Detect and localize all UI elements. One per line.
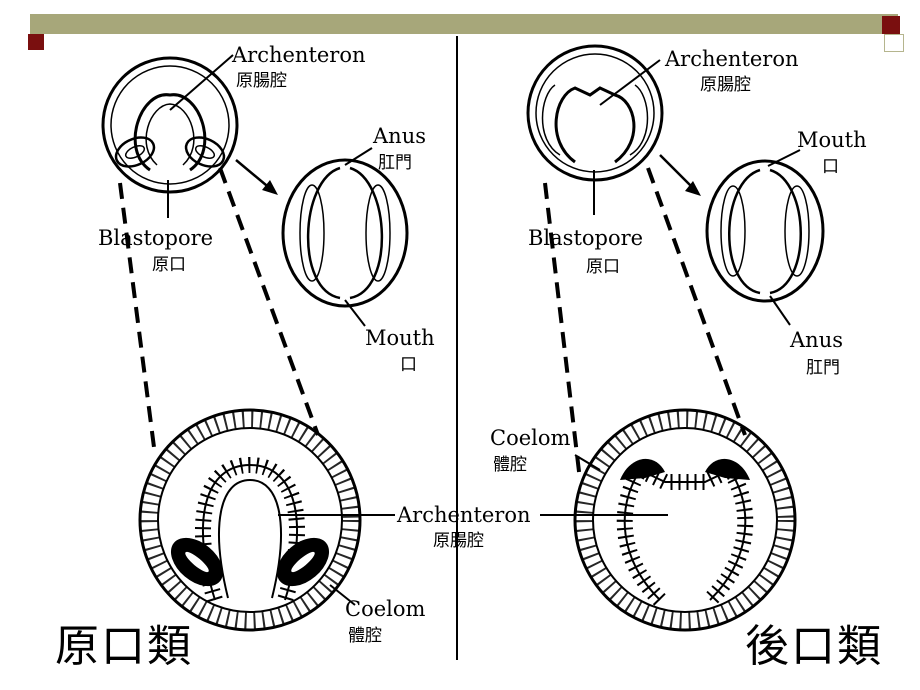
left-mouth-label: Mouth — [365, 326, 435, 350]
right-coelom-zh: 體腔 — [493, 455, 527, 475]
left-archenteron-zh: 原腸腔 — [236, 71, 287, 91]
center-archenteron-label: Archenteron — [396, 503, 531, 527]
deuterostome-title: 後口類 — [745, 621, 883, 672]
right-arrow — [659, 154, 701, 196]
left-cross-section — [138, 408, 362, 632]
accent-square-outline — [884, 34, 904, 52]
right-cross-section — [573, 408, 797, 632]
right-mouth-label: Mouth — [797, 128, 867, 152]
left-anus-zh: 肛門 — [378, 153, 412, 173]
center-archenteron-zh: 原腸腔 — [433, 531, 484, 551]
left-coelom-label: Coelom — [345, 597, 425, 621]
right-larva — [705, 149, 825, 326]
left-gastrula — [101, 54, 239, 218]
accent-square-right — [882, 16, 900, 34]
right-coelom-label: Coelom — [490, 426, 570, 450]
accent-square-left — [28, 34, 44, 50]
protostome-title: 原口類 — [55, 621, 193, 672]
right-archenteron-label: Archenteron — [664, 47, 799, 71]
left-coelom-zh: 體腔 — [348, 626, 382, 646]
left-archenteron-label: Archenteron — [231, 43, 366, 67]
right-anus-label: Anus — [789, 328, 843, 352]
left-blastopore-zh: 原口 — [152, 255, 186, 275]
right-archenteron-zh: 原腸腔 — [700, 75, 751, 95]
left-anus-label: Anus — [372, 124, 426, 148]
right-mouth-zh: 口 — [822, 157, 839, 177]
slide-top-bar — [30, 14, 898, 34]
left-arrow — [235, 159, 278, 195]
right-anus-zh: 肛門 — [806, 358, 840, 378]
right-gastrula — [526, 44, 664, 215]
left-larva — [281, 147, 409, 327]
left-mouth-zh: 口 — [400, 355, 417, 375]
right-blastopore-label: Blastopore — [528, 226, 643, 250]
left-blastopore-label: Blastopore — [98, 226, 213, 250]
right-blastopore-zh: 原口 — [586, 257, 620, 277]
